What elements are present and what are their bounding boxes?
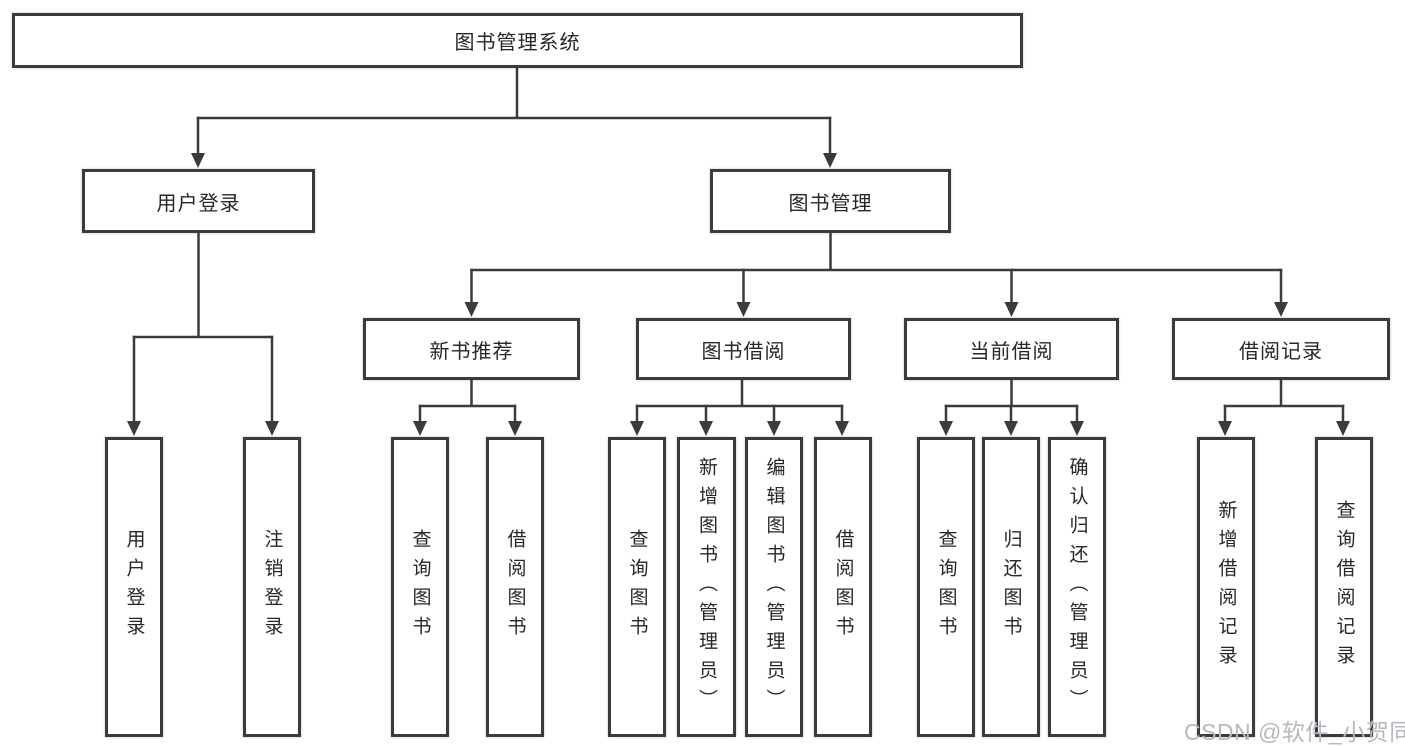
leaf-confirm-return-admin: 确认归还（管理员） (1048, 437, 1106, 737)
leaf-return-book: 归还图书 (982, 437, 1040, 737)
leaf-query-borrow-record-label: 查询借阅记录 (1333, 500, 1355, 674)
node-root-system: 图书管理系统 (12, 13, 1023, 68)
leaf-add-book-admin-label: 新增图书（管理员） (696, 456, 717, 718)
node-new-book-recommend-label: 新书推荐 (429, 340, 514, 363)
leaf-logout: 注销登录 (243, 437, 301, 737)
node-user-login-label: 用户登录 (156, 192, 241, 215)
node-book-management: 图书管理 (710, 169, 951, 233)
leaf-user-login-label: 用户登录 (123, 529, 145, 645)
leaf-user-login: 用户登录 (105, 437, 163, 737)
leaf-add-borrow-record: 新增借阅记录 (1197, 437, 1255, 737)
node-borrow-records: 借阅记录 (1172, 318, 1390, 380)
leaf-query-book-recommend: 查询图书 (391, 437, 449, 737)
node-current-borrow: 当前借阅 (904, 318, 1119, 380)
leaf-return-book-label: 归还图书 (1000, 529, 1022, 645)
node-root-system-label: 图书管理系统 (454, 32, 581, 54)
leaf-edit-book-admin: 编辑图书（管理员） (745, 437, 803, 737)
leaf-borrow-book-label: 借阅图书 (832, 529, 854, 645)
leaf-add-borrow-record-label: 新增借阅记录 (1215, 500, 1237, 674)
leaf-borrow-book-recommend-label: 借阅图书 (504, 529, 526, 645)
node-new-book-recommend: 新书推荐 (363, 318, 580, 380)
node-book-borrow-label: 图书借阅 (701, 340, 786, 363)
leaf-borrow-book-recommend: 借阅图书 (486, 437, 544, 737)
leaf-query-book-current: 查询图书 (917, 437, 975, 737)
leaf-query-book-borrow: 查询图书 (608, 437, 666, 737)
leaf-add-book-admin: 新增图书（管理员） (677, 437, 736, 737)
arrowhead-group (127, 153, 1350, 436)
leaf-confirm-return-admin-label: 确认归还（管理员） (1066, 456, 1088, 718)
node-book-management-label: 图书管理 (788, 192, 873, 215)
leaf-query-book-borrow-label: 查询图书 (626, 529, 648, 645)
leaf-edit-book-admin-label: 编辑图书（管理员） (763, 456, 785, 718)
leaf-query-book-current-label: 查询图书 (935, 529, 957, 645)
node-borrow-records-label: 借阅记录 (1239, 340, 1323, 363)
leaf-logout-label: 注销登录 (261, 529, 283, 645)
leaf-borrow-book: 借阅图书 (814, 437, 872, 737)
leaf-query-borrow-record: 查询借阅记录 (1315, 437, 1373, 737)
leaf-query-book-recommend-label: 查询图书 (409, 529, 431, 645)
csdn-watermark: CSDN @软件_小贺同学 (1184, 719, 1405, 745)
node-user-login: 用户登录 (82, 169, 315, 233)
node-book-borrow: 图书借阅 (636, 318, 851, 380)
node-current-borrow-label: 当前借阅 (969, 340, 1054, 363)
